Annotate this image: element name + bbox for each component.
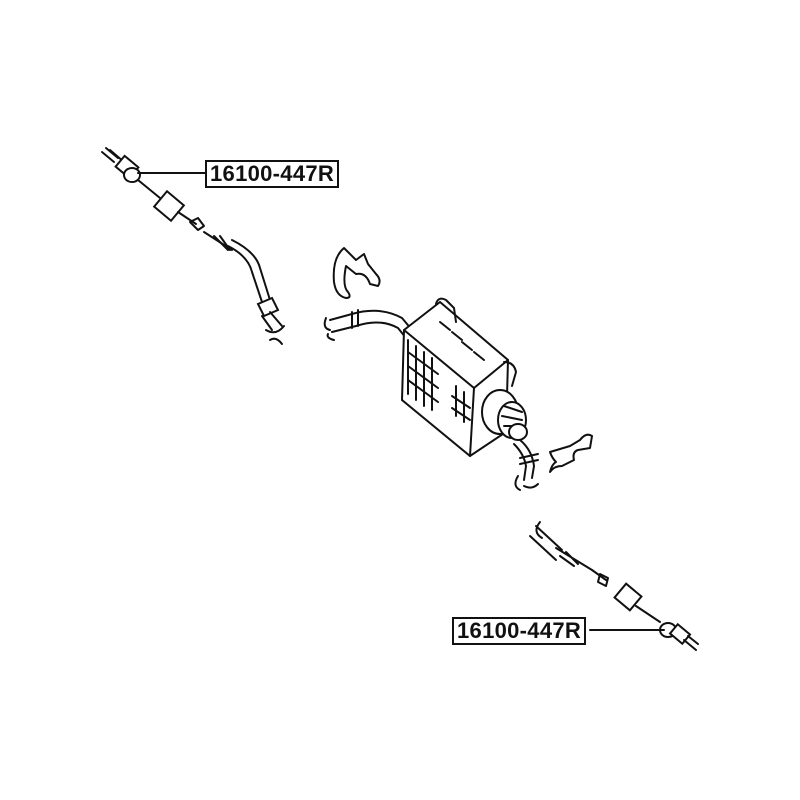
actuator-right-conduit: [513, 439, 535, 481]
actuator-left-conduit: [329, 309, 413, 339]
upper-cable-end: [101, 147, 233, 251]
part-number-callout-bottom: 16100-447R: [452, 617, 587, 645]
part-number-callout-top: 16100-447R: [205, 160, 340, 188]
upper-cable-conduit: [227, 239, 285, 345]
left-bracket: [332, 247, 381, 299]
right-bracket: [549, 433, 593, 473]
parking-brake-actuator: [400, 297, 528, 458]
lower-cable: [529, 521, 699, 651]
